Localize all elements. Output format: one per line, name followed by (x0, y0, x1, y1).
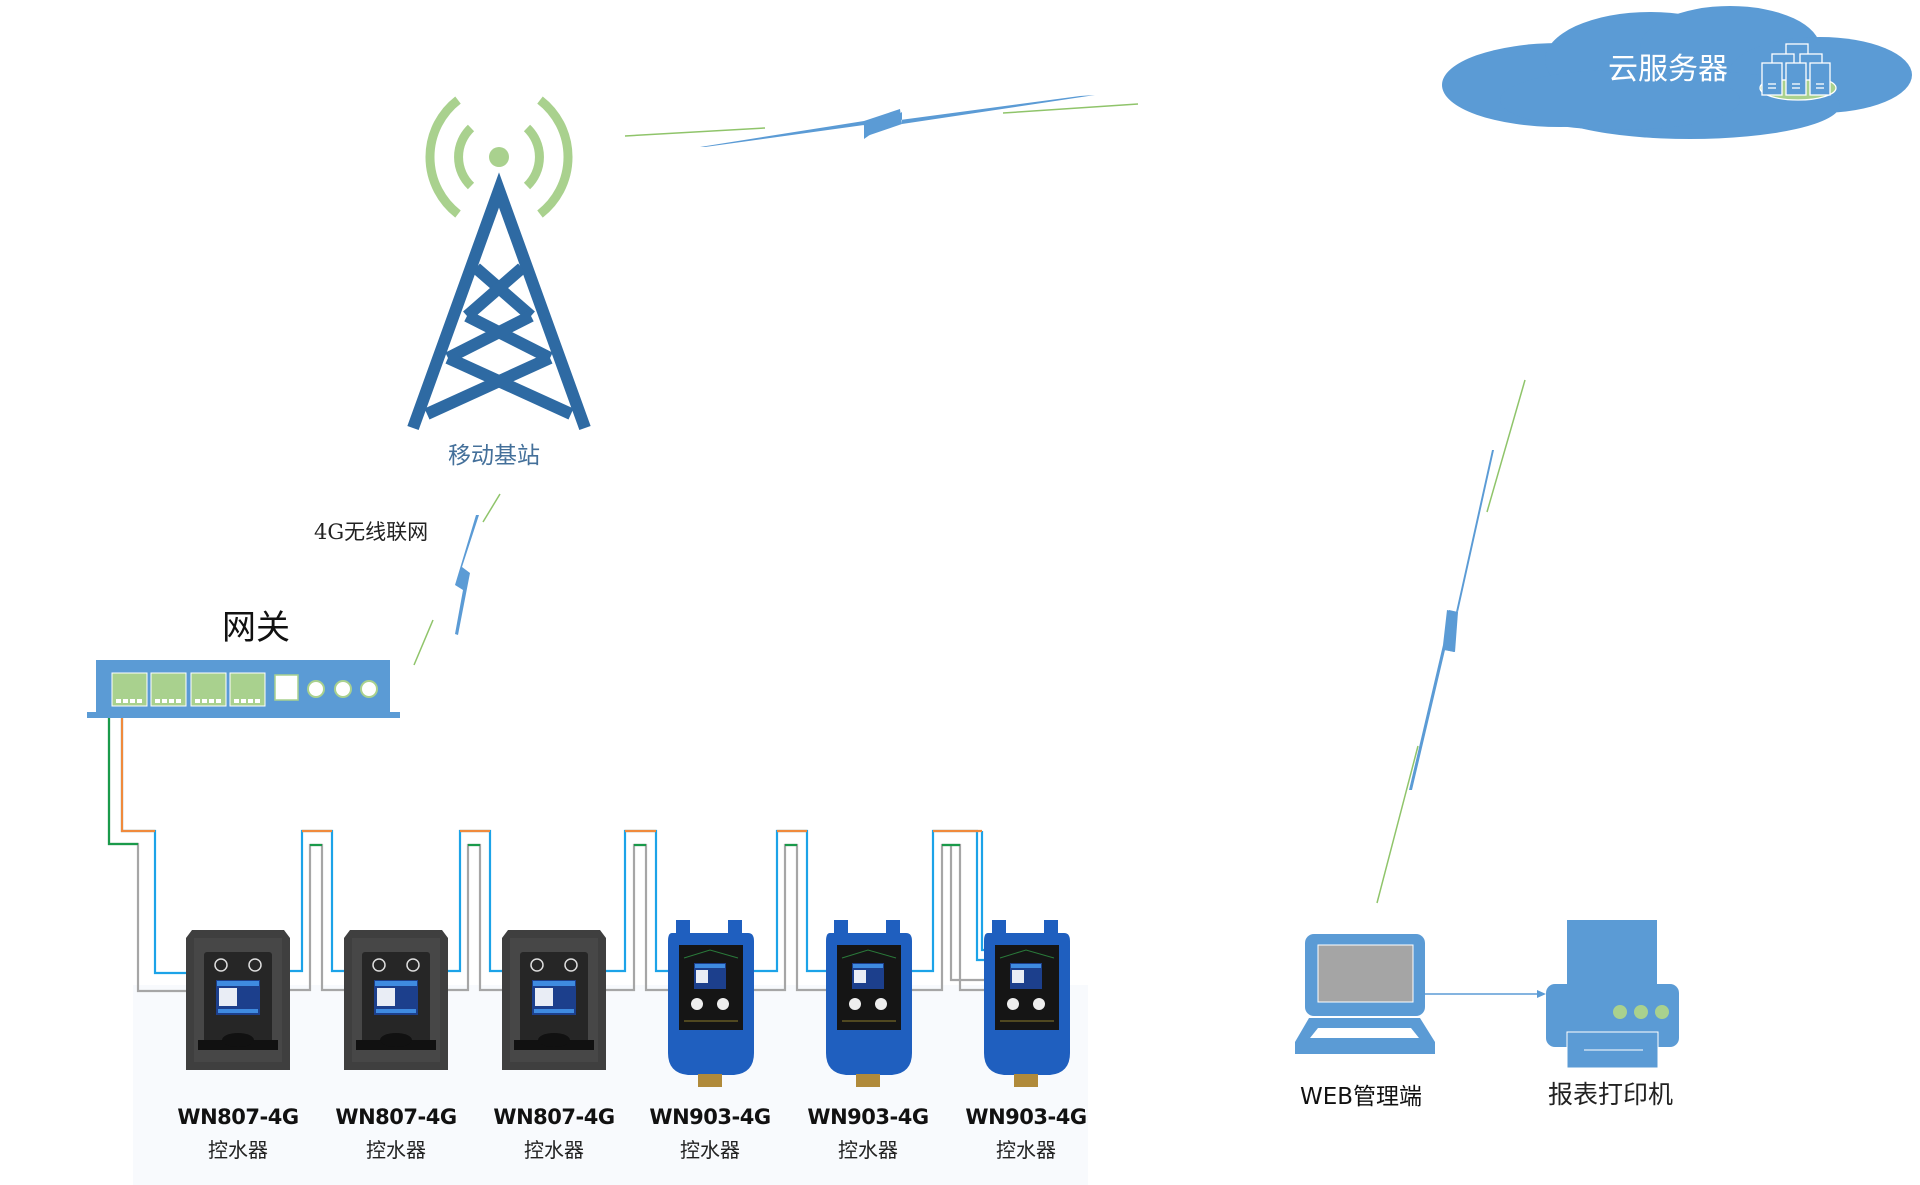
cell-tower-icon (407, 172, 591, 431)
device-model-label: WN807-4G (177, 1105, 299, 1129)
play-button-icon (214, 958, 228, 972)
meter-water-controller (984, 920, 1070, 1087)
device-kind-label: 控水器 (366, 1138, 426, 1162)
gateway-label: 网关 (222, 608, 290, 648)
print-arrow (1425, 990, 1546, 998)
stop-button-icon (564, 958, 578, 972)
device-button-icon (691, 998, 703, 1010)
device-model-label: WN903-4G (965, 1105, 1087, 1129)
printer-label: 报表打印机 (1548, 1080, 1674, 1109)
card-water-controller (502, 930, 606, 1070)
laptop-icon (1295, 934, 1435, 1054)
device-model-label: WN903-4G (807, 1105, 929, 1129)
base-station-label: 移动基站 (448, 443, 540, 469)
device-button-icon (717, 998, 729, 1010)
device-kind-label: 控水器 (680, 1138, 740, 1162)
server-cluster-icon (1759, 43, 1837, 101)
device-panel-background (133, 985, 1088, 1185)
device-kind-label: 控水器 (524, 1138, 584, 1162)
device-kind-label: 控水器 (208, 1138, 268, 1162)
device-button-icon (1033, 998, 1045, 1010)
wireless-link-cloud-web (1376, 379, 1526, 904)
card-water-controller (344, 930, 448, 1070)
gateway-device (87, 660, 400, 718)
device-button-icon (1007, 998, 1019, 1010)
device-kind-label: 控水器 (996, 1138, 1056, 1162)
web-client-label: WEB管理端 (1300, 1084, 1423, 1110)
signal-waves-icon (425, 96, 573, 218)
card-water-controller (186, 930, 290, 1070)
cloud-shape (1442, 6, 1912, 139)
brass-fitting (698, 1074, 722, 1087)
meter-water-controller (826, 920, 912, 1087)
wireless-link-tower-cloud (624, 95, 1139, 147)
play-button-icon (530, 958, 544, 972)
cloud-server-label: 云服务器 (1608, 52, 1728, 87)
stop-button-icon (248, 958, 262, 972)
stop-button-icon (406, 958, 420, 972)
meter-water-controller (668, 920, 754, 1087)
bus-wiring (107, 718, 988, 993)
device-model-label: WN807-4G (493, 1105, 615, 1129)
device-kind-label: 控水器 (838, 1138, 898, 1162)
wireless-link-gateway-tower (413, 493, 501, 666)
play-button-icon (372, 958, 386, 972)
brass-fitting (856, 1074, 880, 1087)
device-model-label: WN807-4G (335, 1105, 457, 1129)
printer-icon (1546, 920, 1679, 1069)
brass-fitting (1014, 1074, 1038, 1087)
device-button-icon (875, 998, 887, 1010)
4g-link-label: 4G无线联网 (314, 520, 429, 544)
device-model-label: WN903-4G (649, 1105, 771, 1129)
device-button-icon (849, 998, 861, 1010)
